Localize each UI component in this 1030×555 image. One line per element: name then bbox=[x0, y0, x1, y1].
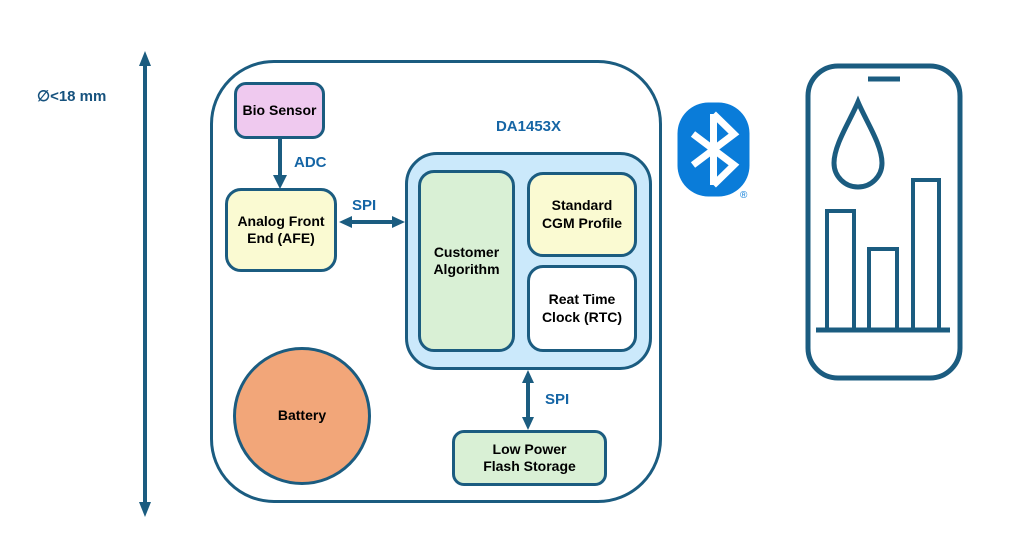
spi-flash-arrow bbox=[522, 370, 534, 430]
dimension-arrow bbox=[139, 51, 151, 517]
droplet-icon bbox=[831, 95, 885, 190]
afe-box: Analog Front End (AFE) bbox=[225, 188, 337, 272]
adc-label: ADC bbox=[294, 154, 327, 171]
adc-arrow bbox=[273, 139, 287, 189]
customer-algorithm-box: Customer Algorithm bbox=[418, 170, 515, 352]
bluetooth-icon bbox=[677, 102, 750, 197]
smartphone-icon bbox=[805, 63, 963, 381]
spi-flash-label: SPI bbox=[545, 391, 570, 408]
battery-circle: Battery bbox=[233, 347, 371, 485]
dimension-label: ∅<18 mm bbox=[37, 88, 107, 105]
bar-chart-icon bbox=[816, 178, 950, 333]
cgm-profile-box: Standard CGM Profile bbox=[527, 172, 637, 257]
spi-afe-label: SPI bbox=[352, 197, 377, 214]
phone-body bbox=[805, 63, 963, 381]
soc-title: DA1453X bbox=[495, 118, 562, 135]
spi-afe-arrow bbox=[339, 216, 405, 228]
rtc-box: Reat Time Clock (RTC) bbox=[527, 265, 637, 352]
bluetooth-registered-mark: ® bbox=[740, 190, 748, 201]
bio-sensor-box: Bio Sensor bbox=[234, 82, 325, 139]
flash-storage-box: Low Power Flash Storage bbox=[452, 430, 607, 486]
